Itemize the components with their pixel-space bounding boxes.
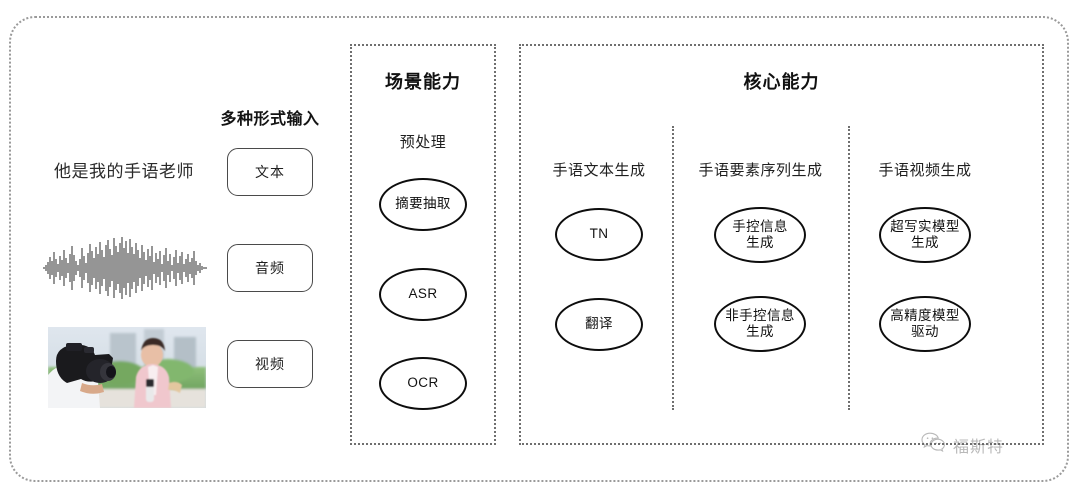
node-ocr-label: OCR: [407, 375, 439, 391]
input-modality-audio-label: 音频: [255, 260, 285, 276]
core-capability-title: 核心能力: [743, 72, 820, 92]
video-thumbnail-svg: [48, 327, 206, 408]
node-line-2: 生成: [746, 324, 774, 339]
node-line-1: 手控信息: [732, 218, 788, 234]
node-abstract-extraction-label: 摘要抽取: [395, 196, 451, 212]
core-column-label-sign-text-generation: 手语文本生成: [552, 162, 646, 179]
audio-waveform-icon: [42, 234, 210, 302]
input-modality-text-label: 文本: [255, 164, 285, 180]
scene-capability-box: [350, 44, 496, 445]
node-manual-signal-generation-label: 手控信息 生成: [732, 219, 788, 252]
node-hyperrealistic-model-generation-label: 超写实模型 生成: [890, 219, 960, 252]
input-modality-video-label: 视频: [255, 356, 285, 372]
node-non-manual-signal-generation-label: 非手控信息 生成: [725, 308, 795, 341]
input-modality-text[interactable]: 文本: [227, 148, 313, 196]
input-modality-video[interactable]: 视频: [227, 340, 313, 388]
watermark-text: 福斯特: [953, 438, 1005, 456]
node-line-1: 非手控信息: [725, 307, 795, 323]
node-tn-label: TN: [589, 226, 609, 242]
video-thumbnail-photo: [48, 327, 206, 408]
node-tn[interactable]: TN: [555, 208, 643, 261]
node-abstract-extraction[interactable]: 摘要抽取: [379, 178, 467, 231]
scene-preprocess-label: 预处理: [399, 134, 447, 151]
node-asr[interactable]: ASR: [379, 268, 467, 321]
wechat-icon-svg: [921, 432, 945, 453]
sample-text-label: 他是我的手语老师: [54, 162, 194, 181]
node-line-1: 高精度模型: [890, 307, 960, 323]
node-asr-label: ASR: [408, 286, 438, 302]
core-capability-box: [519, 44, 1044, 445]
input-section-heading: 多种形式输入: [220, 111, 320, 128]
core-column-label-sign-element-sequence-generation: 手语要素序列生成: [698, 162, 823, 179]
scene-capability-title: 场景能力: [385, 72, 461, 92]
outer-dotted-frame: [9, 16, 1069, 482]
core-column-divider-2: [848, 126, 850, 410]
node-hyperrealistic-model-generation[interactable]: 超写实模型 生成: [879, 207, 971, 263]
node-line-2: 生成: [911, 235, 939, 250]
node-line-2: 驱动: [911, 324, 939, 339]
node-ocr[interactable]: OCR: [379, 357, 467, 410]
node-manual-signal-generation[interactable]: 手控信息 生成: [714, 207, 806, 263]
audio-waveform-svg: [43, 237, 207, 299]
wechat-icon: [921, 432, 947, 457]
input-modality-audio[interactable]: 音频: [227, 244, 313, 292]
node-line-2: 生成: [746, 235, 774, 250]
core-column-divider-1: [672, 126, 674, 410]
node-high-precision-model-driving[interactable]: 高精度模型 驱动: [879, 296, 971, 352]
node-translation-label: 翻译: [585, 316, 613, 332]
watermark: 福斯特: [921, 432, 1004, 457]
node-line-1: 超写实模型: [890, 218, 960, 234]
node-high-precision-model-driving-label: 高精度模型 驱动: [890, 308, 960, 341]
node-non-manual-signal-generation[interactable]: 非手控信息 生成: [714, 296, 806, 352]
node-translation[interactable]: 翻译: [555, 298, 643, 351]
core-column-label-sign-video-generation: 手语视频生成: [878, 162, 972, 179]
